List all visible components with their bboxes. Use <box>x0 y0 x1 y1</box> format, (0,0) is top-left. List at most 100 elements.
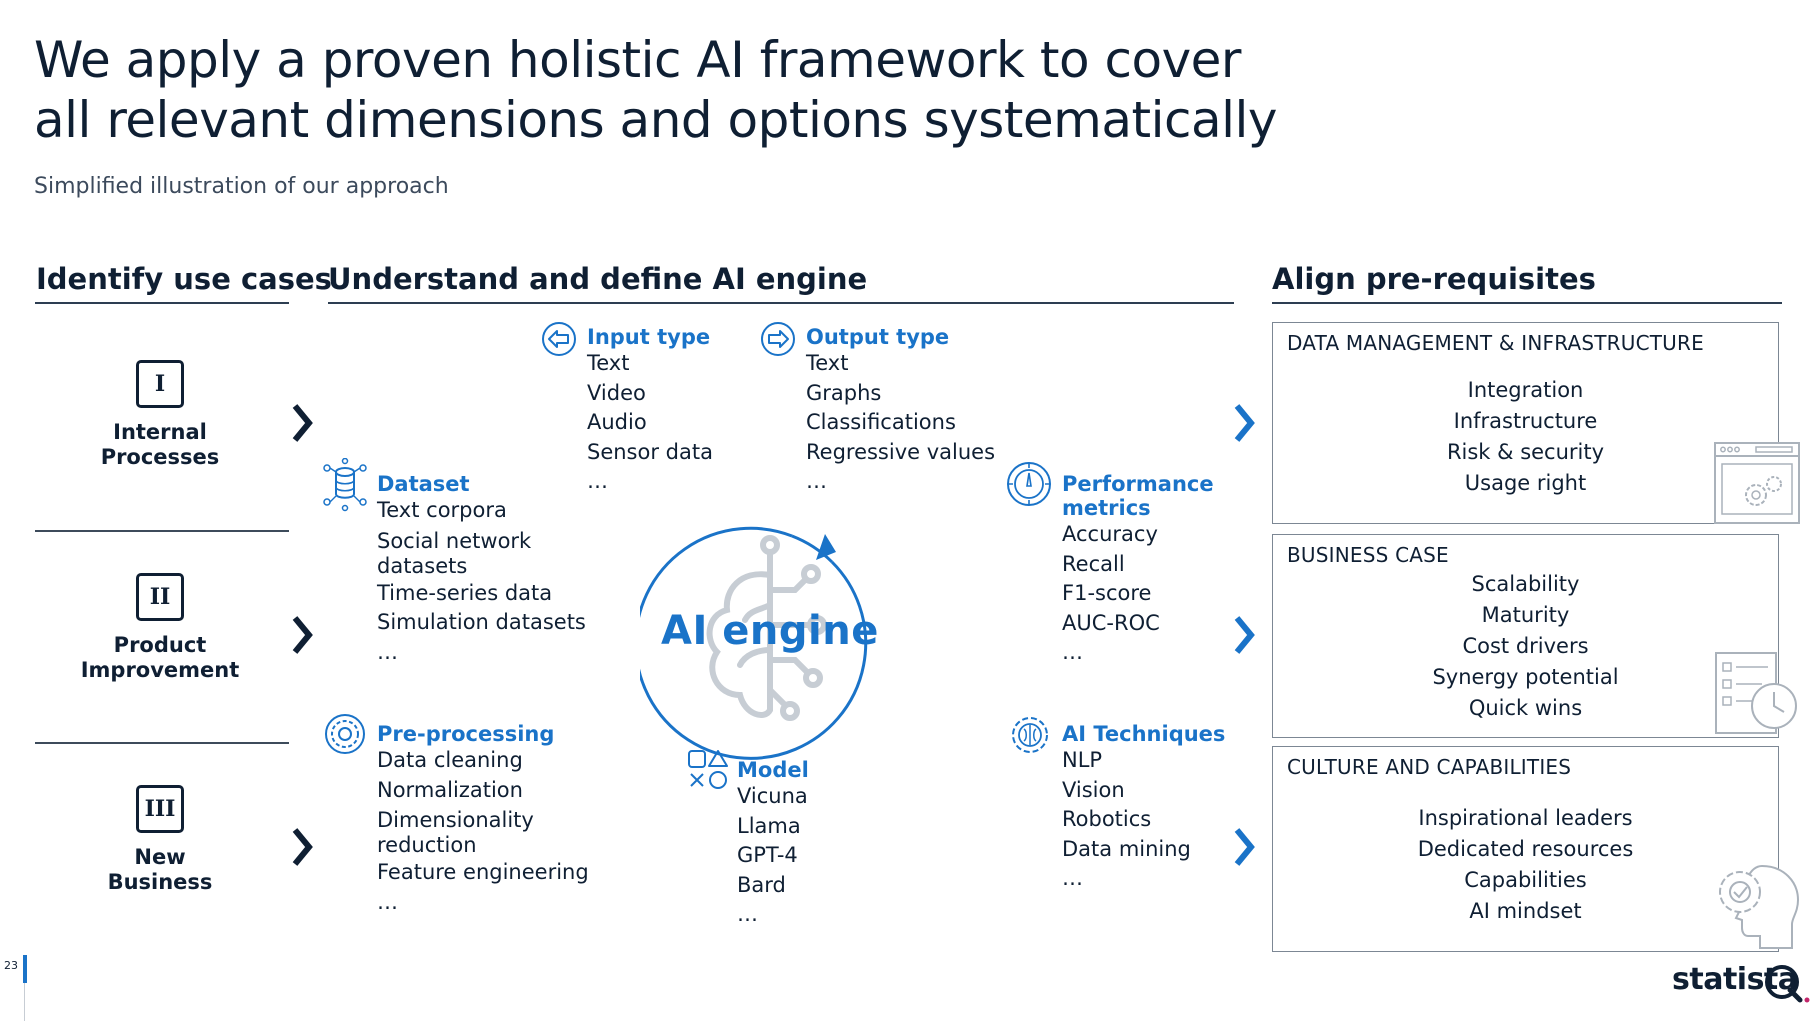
techniques-heading: AI Techniques <box>1062 722 1226 746</box>
chevron-right-icon <box>292 616 313 654</box>
section-heading-prereq: Align pre-requisites <box>1272 262 1596 296</box>
list-item: Vicuna <box>737 784 808 808</box>
prereq-box-title: DATA MANAGEMENT & INFRASTRUCTURE <box>1287 331 1704 355</box>
list-item: … <box>1062 866 1083 890</box>
list-item: Capabilities <box>1464 868 1587 892</box>
list-item: GPT-4 <box>737 843 798 867</box>
list-item: Audio <box>587 410 647 434</box>
section-heading-engine: Understand and define AI engine <box>328 262 868 296</box>
list-item: Text <box>806 351 849 375</box>
list-item: Dedicated resources <box>1417 837 1634 861</box>
list-item: Feature engineering <box>377 860 589 884</box>
list-item: Usage right <box>1464 471 1587 495</box>
chevron-right-icon <box>1234 616 1255 654</box>
list-item: Bard <box>737 872 786 897</box>
gauge-icon <box>1007 462 1051 506</box>
performance-heading-line2: metrics <box>1062 496 1151 520</box>
model-heading: Model <box>737 758 809 782</box>
list-item: Regressive values <box>806 439 996 464</box>
list-item: datasets <box>377 553 468 578</box>
dataset-heading: Dataset <box>377 472 470 496</box>
prereq-box-title: BUSINESS CASE <box>1287 543 1449 567</box>
prereq-box-data-management: DATA MANAGEMENT & INFRASTRUCTURE Integra… <box>1272 322 1779 524</box>
checklist-clock-icon <box>1715 652 1797 734</box>
list-item: Quick wins <box>1468 696 1583 720</box>
list-item: … <box>737 902 758 926</box>
head-gear-icon <box>1719 864 1800 949</box>
list-item: Text <box>587 351 630 375</box>
use-case-label-line2: Business <box>107 870 213 894</box>
chevron-right-icon <box>292 828 313 866</box>
use-case-label-line2: Processes <box>100 445 220 469</box>
list-item: Synergy potential <box>1432 665 1619 689</box>
title-line-1: We apply a proven holistic AI framework … <box>34 31 1241 89</box>
arrow-right-circle-icon <box>761 322 795 356</box>
database-icon <box>323 458 367 512</box>
list-item: Text corpora <box>377 498 507 522</box>
input-type-block: Input type Text Video Audio Sensor data … <box>587 325 713 497</box>
page-marker <box>23 955 27 983</box>
prereq-box-business-case: BUSINESS CASE Scalability Maturity Cost … <box>1272 534 1779 738</box>
shapes-icon <box>688 750 728 789</box>
list-item: AI mindset <box>1469 899 1582 923</box>
preprocessing-block: Pre-processing Data cleaning Normalizati… <box>377 722 589 917</box>
list-item: AUC-ROC <box>1062 610 1160 635</box>
techniques-block: AI Techniques NLP Vision Robotics Data m… <box>1062 722 1225 894</box>
list-item: Cost drivers <box>1462 634 1589 658</box>
output-type-heading: Output type <box>806 325 950 349</box>
list-item: Llama <box>737 813 801 838</box>
page-subtitle: Simplified illustration of our approach <box>34 174 449 199</box>
list-item: Simulation datasets <box>377 610 586 634</box>
model-block: Model Vicuna Llama GPT-4 Bard … <box>737 758 809 930</box>
browser-gear-icon <box>1714 442 1800 524</box>
engine-rule <box>328 302 1234 304</box>
list-item: … <box>806 469 827 493</box>
list-item: … <box>377 889 398 914</box>
list-item: Recall <box>1062 551 1125 576</box>
title-line-2: all relevant dimensions and options syst… <box>34 91 1277 149</box>
use-case-new-business[interactable]: III New Business <box>40 785 280 895</box>
page-title: We apply a proven holistic AI framework … <box>34 30 1277 150</box>
list-item: Dimensionality <box>377 808 534 832</box>
list-item: Integration <box>1467 378 1584 402</box>
prereq-box-culture: CULTURE AND CAPABILITIES Inspirational l… <box>1272 746 1779 952</box>
chevron-right-icon <box>1234 404 1255 442</box>
list-item: … <box>587 469 608 493</box>
list-item: Time-series data <box>377 580 553 605</box>
output-type-block: Output type Text Graphs Classifications … <box>806 325 995 497</box>
list-item: Normalization <box>377 777 523 802</box>
use-case-label-line1: New <box>134 845 186 869</box>
use-case-divider <box>35 530 289 532</box>
list-item: Graphs <box>806 380 882 405</box>
performance-block: Performance metrics Accuracy Recall F1-s… <box>1062 472 1214 668</box>
use-case-internal-processes[interactable]: I Internal Processes <box>40 360 280 470</box>
input-type-heading: Input type <box>587 325 711 349</box>
prereq-rule <box>1272 302 1782 304</box>
ai-engine-graphic <box>706 535 827 721</box>
list-item: Robotics <box>1062 807 1152 831</box>
page-number: 23 <box>4 959 18 972</box>
use-case-label-line1: Internal <box>113 420 207 444</box>
list-item: Video <box>587 380 646 405</box>
roman-numeral-badge: I <box>136 360 184 408</box>
section-heading-use-cases: Identify use cases <box>36 262 332 296</box>
page-marker-line <box>24 983 25 1021</box>
use-case-product-improvement[interactable]: II Product Improvement <box>40 573 280 683</box>
prereq-box-title: CULTURE AND CAPABILITIES <box>1287 755 1572 779</box>
list-item: Classifications <box>806 410 956 434</box>
list-item: Vision <box>1062 777 1125 802</box>
list-item: Sensor data <box>587 439 713 464</box>
list-item: Maturity <box>1481 603 1570 627</box>
cycle-arrow-icon <box>640 526 868 760</box>
list-item: F1-score <box>1062 581 1152 605</box>
use-case-divider <box>35 742 289 744</box>
brain-gear-icon <box>1012 717 1048 753</box>
list-item: Data mining <box>1062 836 1191 861</box>
list-item: Data cleaning <box>377 748 523 772</box>
list-item: Scalability <box>1471 572 1580 596</box>
list-item: Social network <box>377 528 532 553</box>
list-item: Risk & security <box>1446 440 1605 464</box>
dataset-block: Dataset Text corpora Social network data… <box>377 472 586 667</box>
preprocessing-heading: Pre-processing <box>377 722 555 746</box>
use-cases-rule <box>35 302 289 304</box>
